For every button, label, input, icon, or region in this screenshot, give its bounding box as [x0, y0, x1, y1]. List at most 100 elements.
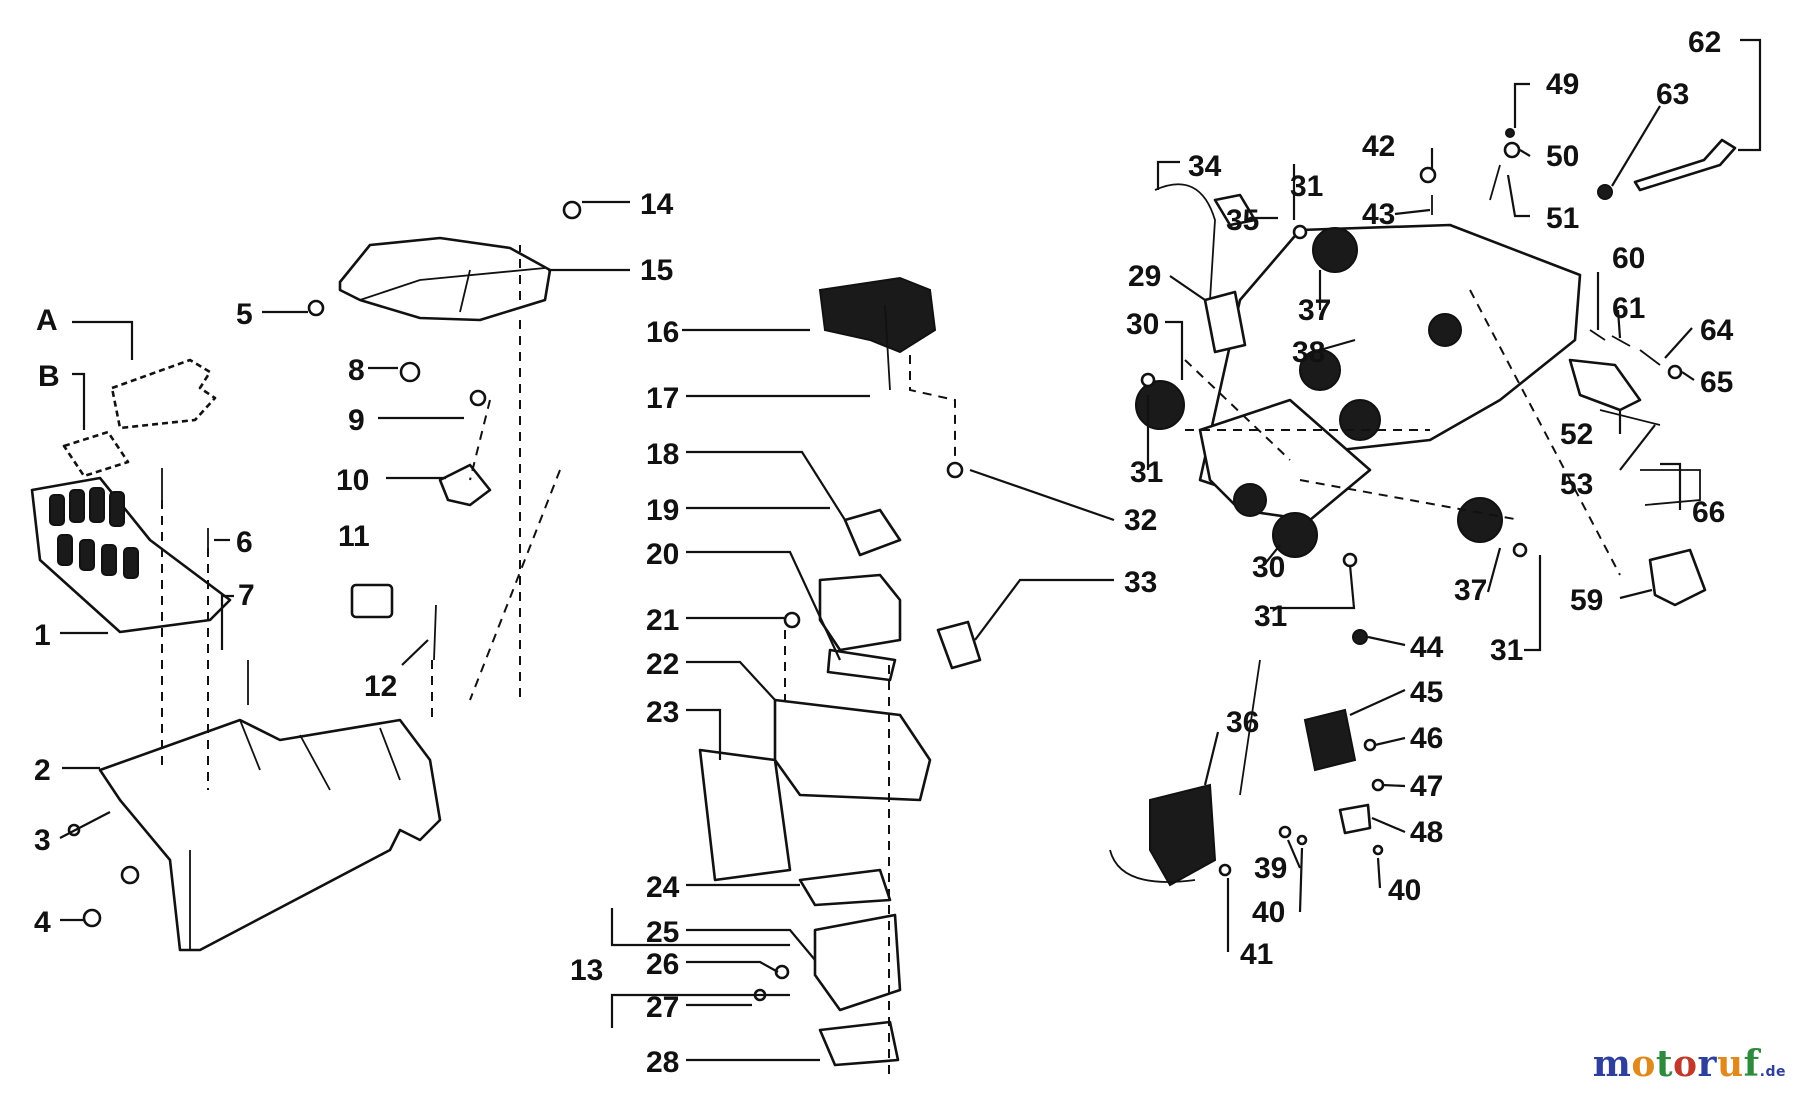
callout-31-top: 31 [1290, 170, 1323, 203]
part-15-top-cover [338, 236, 552, 322]
callout-39: 39 [1254, 852, 1287, 885]
part-8-grommet [399, 361, 421, 383]
part-31-screw-b [1292, 224, 1308, 240]
logo-letter: u [1716, 1043, 1744, 1085]
callout-22: 22 [646, 648, 679, 681]
part-42-screw [1419, 166, 1437, 184]
part-29-pad [1203, 290, 1247, 354]
callout-32: 32 [1124, 504, 1157, 537]
part-32-screw [946, 461, 964, 479]
callout-1: 1 [34, 619, 51, 652]
callout-17: 17 [646, 382, 679, 415]
part-53-rod [1599, 409, 1661, 426]
part-36-switch [1149, 783, 1217, 887]
callout-16: 16 [646, 316, 679, 349]
left-assembly [30, 200, 582, 952]
part-41-screw [1218, 863, 1232, 877]
callout-8: 8 [348, 354, 365, 387]
logo-letter: o [1631, 1043, 1656, 1085]
right-assembly [1109, 128, 1737, 887]
part-49-clip [1505, 128, 1515, 138]
part-31-screw-c [1342, 552, 1358, 568]
part-45-ignition-module [1303, 708, 1357, 772]
callout-60: 60 [1612, 242, 1645, 275]
part-65-clip [1667, 364, 1683, 380]
callout-9: 9 [348, 404, 365, 437]
part-51-screw [1489, 164, 1501, 201]
part-61-pin [1611, 335, 1631, 347]
callout-A: A [36, 304, 58, 337]
callout-44: 44 [1410, 631, 1444, 664]
part-44-grommet [1352, 629, 1368, 645]
callout-63: 63 [1656, 78, 1689, 111]
callout-31-left: 31 [1130, 456, 1163, 489]
callout-10: 10 [336, 464, 369, 497]
callout-11: 11 [338, 520, 370, 553]
logo-letter: m [1592, 1043, 1632, 1085]
part-25-intake [813, 913, 902, 1012]
part-63-plug [1597, 184, 1613, 200]
part-23-seal [698, 748, 792, 882]
callout-33: 33 [1124, 566, 1157, 599]
part-37-mount-lower [1457, 497, 1503, 543]
callout-30-lower: 30 [1252, 551, 1285, 584]
part-a-filter-pad [110, 358, 217, 430]
callout-31-bottom: 31 [1254, 600, 1287, 633]
part-30-mount-upper [1135, 380, 1185, 430]
logo-suffix: .de [1759, 1064, 1786, 1080]
part-37-mount-upper [1312, 227, 1358, 273]
part-b-filter-pad [62, 430, 130, 478]
callout-42: 42 [1362, 130, 1395, 163]
callout-45: 45 [1410, 676, 1443, 709]
part-48-terminal [1338, 803, 1372, 835]
callout-labels: A B 1 2 3 4 5 6 7 8 9 10 11 12 13 14 15 … [34, 26, 1734, 1079]
mount-hole-3 [1233, 483, 1267, 517]
part-19-carburettor [818, 573, 902, 652]
center-assembly [698, 276, 982, 1080]
part-47-screw [1371, 778, 1385, 792]
callout-40-left: 40 [1252, 896, 1285, 929]
callout-21: 21 [646, 604, 679, 637]
logo-letter: r [1697, 1043, 1717, 1085]
mount-hole-4 [1428, 313, 1462, 347]
callout-38: 38 [1292, 336, 1325, 369]
part-4-nut [82, 908, 102, 928]
callout-13: 13 [570, 954, 603, 987]
callout-34: 34 [1188, 150, 1222, 183]
part-30-mount-lower [1272, 512, 1318, 558]
part-9-screw [469, 389, 487, 407]
callout-46: 46 [1410, 722, 1443, 755]
part-5-fastener [307, 299, 325, 317]
callout-62: 62 [1688, 26, 1721, 59]
part-33-spacer [936, 620, 982, 670]
part-2-shroud [98, 718, 442, 952]
callout-6: 6 [236, 526, 253, 559]
callout-B: B [38, 360, 60, 393]
part-40-screw-b [1372, 844, 1384, 856]
part-46-screw [1363, 738, 1377, 752]
callout-47: 47 [1410, 770, 1443, 803]
callout-51: 51 [1546, 202, 1579, 235]
callout-28: 28 [646, 1046, 679, 1079]
callout-35: 35 [1226, 204, 1259, 237]
callout-37-upper: 37 [1298, 294, 1331, 327]
callout-4: 4 [34, 906, 51, 939]
callout-5: 5 [236, 298, 253, 331]
part-21-screw [783, 611, 801, 629]
part-31-screw-d [1512, 542, 1528, 558]
part-24-gasket [798, 868, 892, 907]
part-11-pad [350, 583, 394, 619]
part-20-gasket [826, 648, 897, 682]
callout-64: 64 [1700, 314, 1734, 347]
part-14-screw [562, 200, 582, 220]
part-22-filter-base [773, 698, 932, 802]
callout-66: 66 [1692, 496, 1725, 529]
mount-hole-2 [1339, 399, 1381, 441]
part-4b-nut [120, 865, 140, 885]
part-62-lever [1633, 138, 1737, 192]
callout-59: 59 [1570, 584, 1603, 617]
callout-2: 2 [34, 754, 51, 787]
callout-27: 27 [646, 991, 679, 1024]
callout-3: 3 [34, 824, 51, 857]
callout-37-lower: 37 [1454, 574, 1487, 607]
